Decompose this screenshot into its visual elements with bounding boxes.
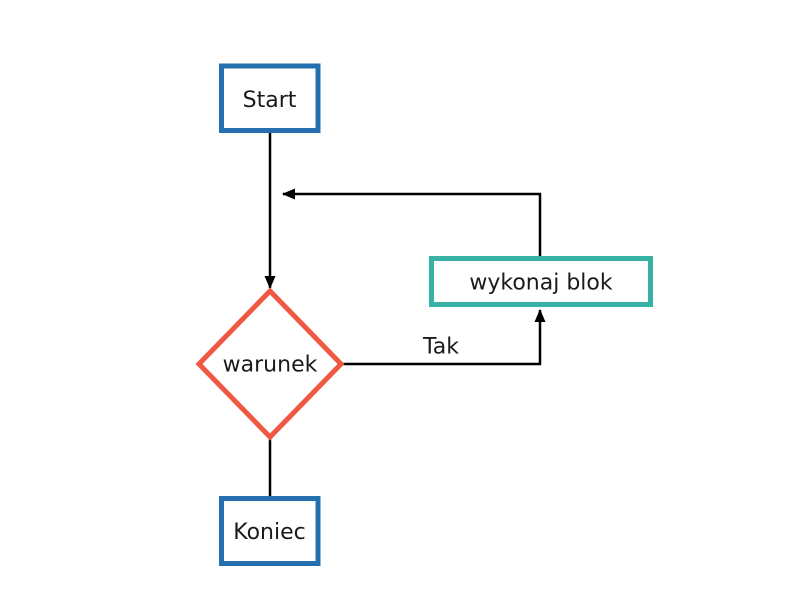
- warunek-decision-label: warunek: [223, 353, 318, 378]
- warunek-decision-diamond: [195, 287, 345, 441]
- connector-warunek-to-wykonaj-blok: [341, 309, 546, 366]
- koniec-node-box: [219, 496, 321, 566]
- edge-label-tak: Tak: [422, 335, 459, 360]
- wykonaj-blok-node-label: wykonaj blok: [469, 271, 612, 296]
- start-node-label: Start: [243, 88, 297, 113]
- connector-loop-back: [282, 188, 542, 256]
- koniec-node-label: Koniec: [233, 520, 305, 545]
- wykonaj-blok-node-box: [429, 256, 653, 307]
- start-node-box: [219, 63, 321, 133]
